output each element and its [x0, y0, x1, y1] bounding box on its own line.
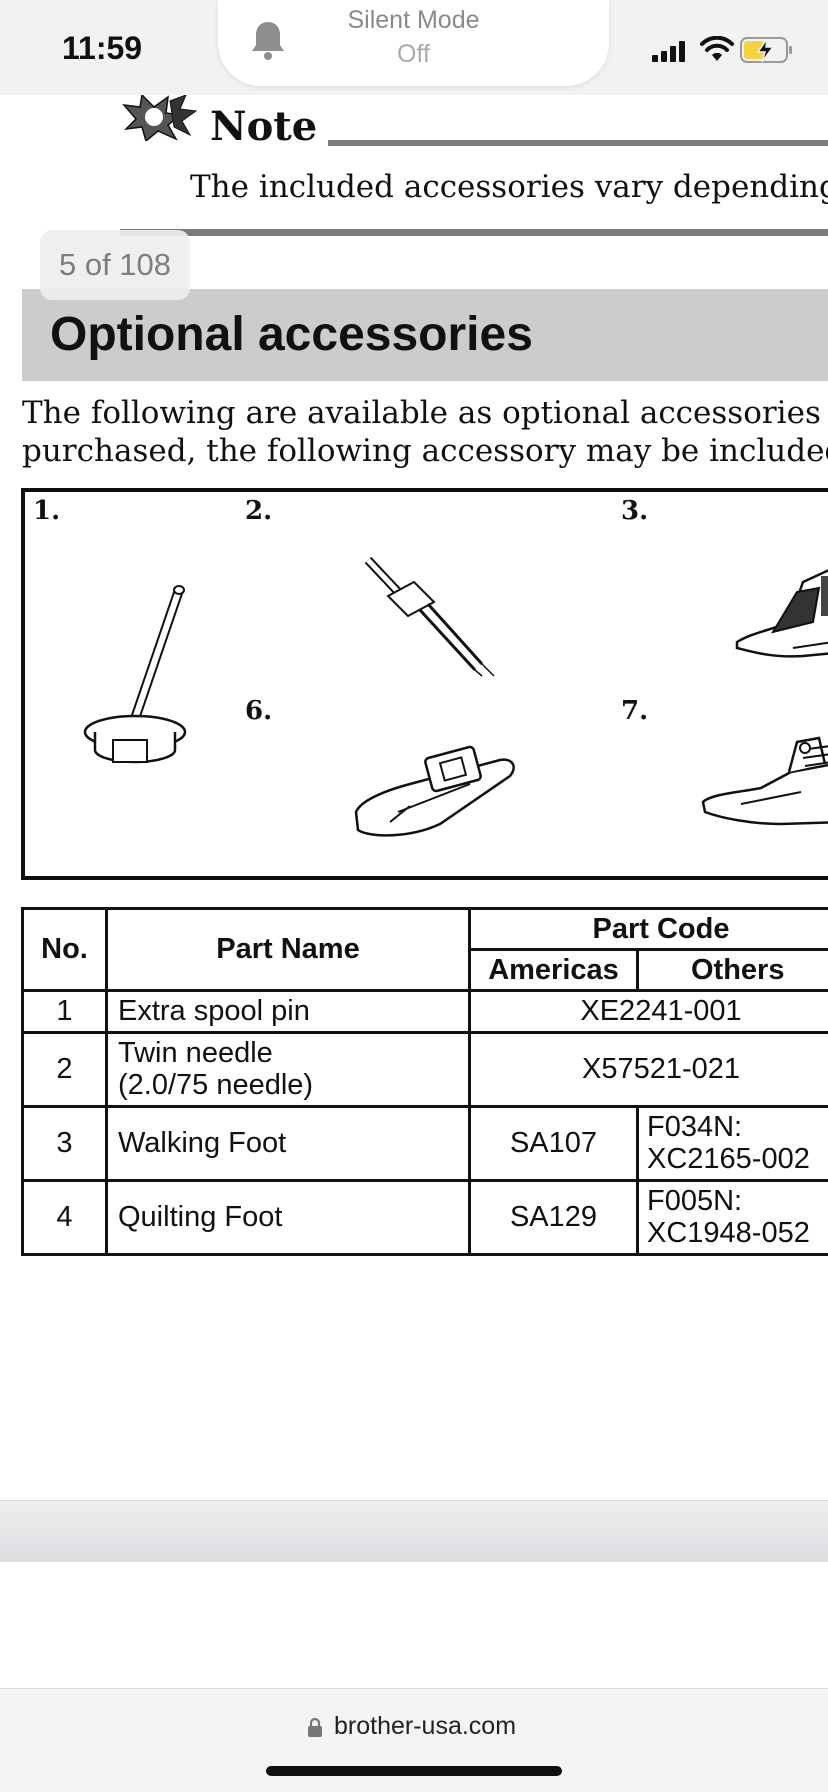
row-no: 3: [21, 1105, 108, 1182]
row-no: 4: [21, 1179, 108, 1256]
section-header: Optional accessories: [22, 289, 828, 381]
row-americas-code: SA129: [468, 1179, 639, 1256]
figure-label: 2.: [245, 496, 273, 526]
silent-mode-value: Off: [397, 40, 430, 68]
table-row: 1 Extra spool pin XE2241-001: [21, 989, 828, 1034]
section-title: Optional accessories: [50, 308, 533, 361]
row-others-code: F005N: XC1948-052: [635, 1179, 828, 1256]
row-americas-code: SA107: [468, 1105, 639, 1182]
row-part-name: Quilting Foot: [105, 1179, 471, 1256]
row-no: 1: [21, 989, 108, 1034]
table-row: 3 Walking Foot SA107 F034N: XC2165-002: [21, 1105, 828, 1182]
row-part-code: X57521-021: [467, 1031, 828, 1108]
table-row: 2 Twin needle (2.0/75 needle) X57521-021: [21, 1031, 828, 1108]
silent-mode-title: Silent Mode: [347, 6, 480, 34]
clock: 11:59: [62, 30, 143, 66]
cellular-signal-icon: [652, 41, 685, 62]
row-others-code-line: XC1948-052: [647, 1216, 810, 1249]
table-row: 4 Quilting Foot SA129 F005N: XC1948-052: [21, 1179, 828, 1256]
row-part-name-line: Twin needle: [118, 1037, 273, 1070]
intro-text-line: purchased, the following accessory may b…: [22, 433, 828, 469]
parts-table: No. Part Name Part Code Americas Others …: [21, 907, 828, 1256]
row-others-code-line: F005N:: [647, 1185, 743, 1218]
header-americas: Americas: [468, 948, 639, 992]
battery-charging-icon: [740, 37, 792, 63]
bell-icon: [252, 22, 284, 60]
row-part-name: Walking Foot: [105, 1105, 471, 1182]
header-part-name: Part Name: [105, 907, 471, 992]
quilting-foot-illustration: [701, 736, 828, 826]
row-others-code-line: XC2165-002: [647, 1142, 810, 1175]
note-divider-bottom: [120, 229, 828, 236]
figure-label: 3.: [621, 496, 649, 526]
wifi-icon: [700, 36, 734, 61]
row-others-code: F034N: XC2165-002: [635, 1105, 828, 1182]
accessories-figure: 1. 2. 3. 6. 7.: [21, 488, 828, 880]
figure-label: 7.: [621, 696, 649, 726]
walking-foot-illustration: [735, 569, 828, 658]
page-indicator-text: 5 of 108: [58, 247, 172, 282]
note-heading: Note: [210, 103, 318, 150]
next-page-area[interactable]: [0, 1562, 828, 1688]
row-part-name: Twin needle (2.0/75 needle): [105, 1031, 471, 1108]
page-separator: [0, 1500, 828, 1562]
url-text[interactable]: brother-usa.com: [334, 1712, 517, 1740]
home-indicator[interactable]: [266, 1766, 562, 1776]
figure-label: 6.: [245, 696, 273, 726]
pdf-page[interactable]: Note The included accessories vary depen…: [0, 95, 828, 1500]
header-part-code: Part Code: [467, 907, 828, 951]
header-others: Others: [635, 948, 828, 992]
figure-label: 1.: [33, 496, 61, 526]
page-indicator: 5 of 108: [40, 230, 190, 300]
row-part-name: Extra spool pin: [105, 989, 471, 1034]
row-others-code-line: F034N:: [647, 1111, 743, 1144]
lock-icon: [308, 1717, 322, 1737]
note-burst-icon: [122, 95, 198, 141]
row-no: 2: [21, 1031, 108, 1108]
note-divider-top: [328, 140, 828, 146]
twin-needle-illustration: [364, 556, 495, 677]
status-bar: 11:59 Silent Mode Off: [0, 0, 828, 95]
address-bar[interactable]: brother-usa.com: [0, 1688, 828, 1792]
row-part-code: XE2241-001: [467, 989, 828, 1034]
spool-pin-illustration: [83, 585, 187, 764]
note-text: The included accessories vary depending …: [190, 169, 828, 205]
row-part-name-line: (2.0/75 needle): [118, 1068, 314, 1101]
header-no: No.: [21, 907, 108, 992]
intro-text-line: The following are available as optional …: [22, 395, 828, 431]
presser-foot-illustration: [354, 745, 515, 837]
silent-mode-banner[interactable]: Silent Mode Off: [218, 0, 609, 86]
